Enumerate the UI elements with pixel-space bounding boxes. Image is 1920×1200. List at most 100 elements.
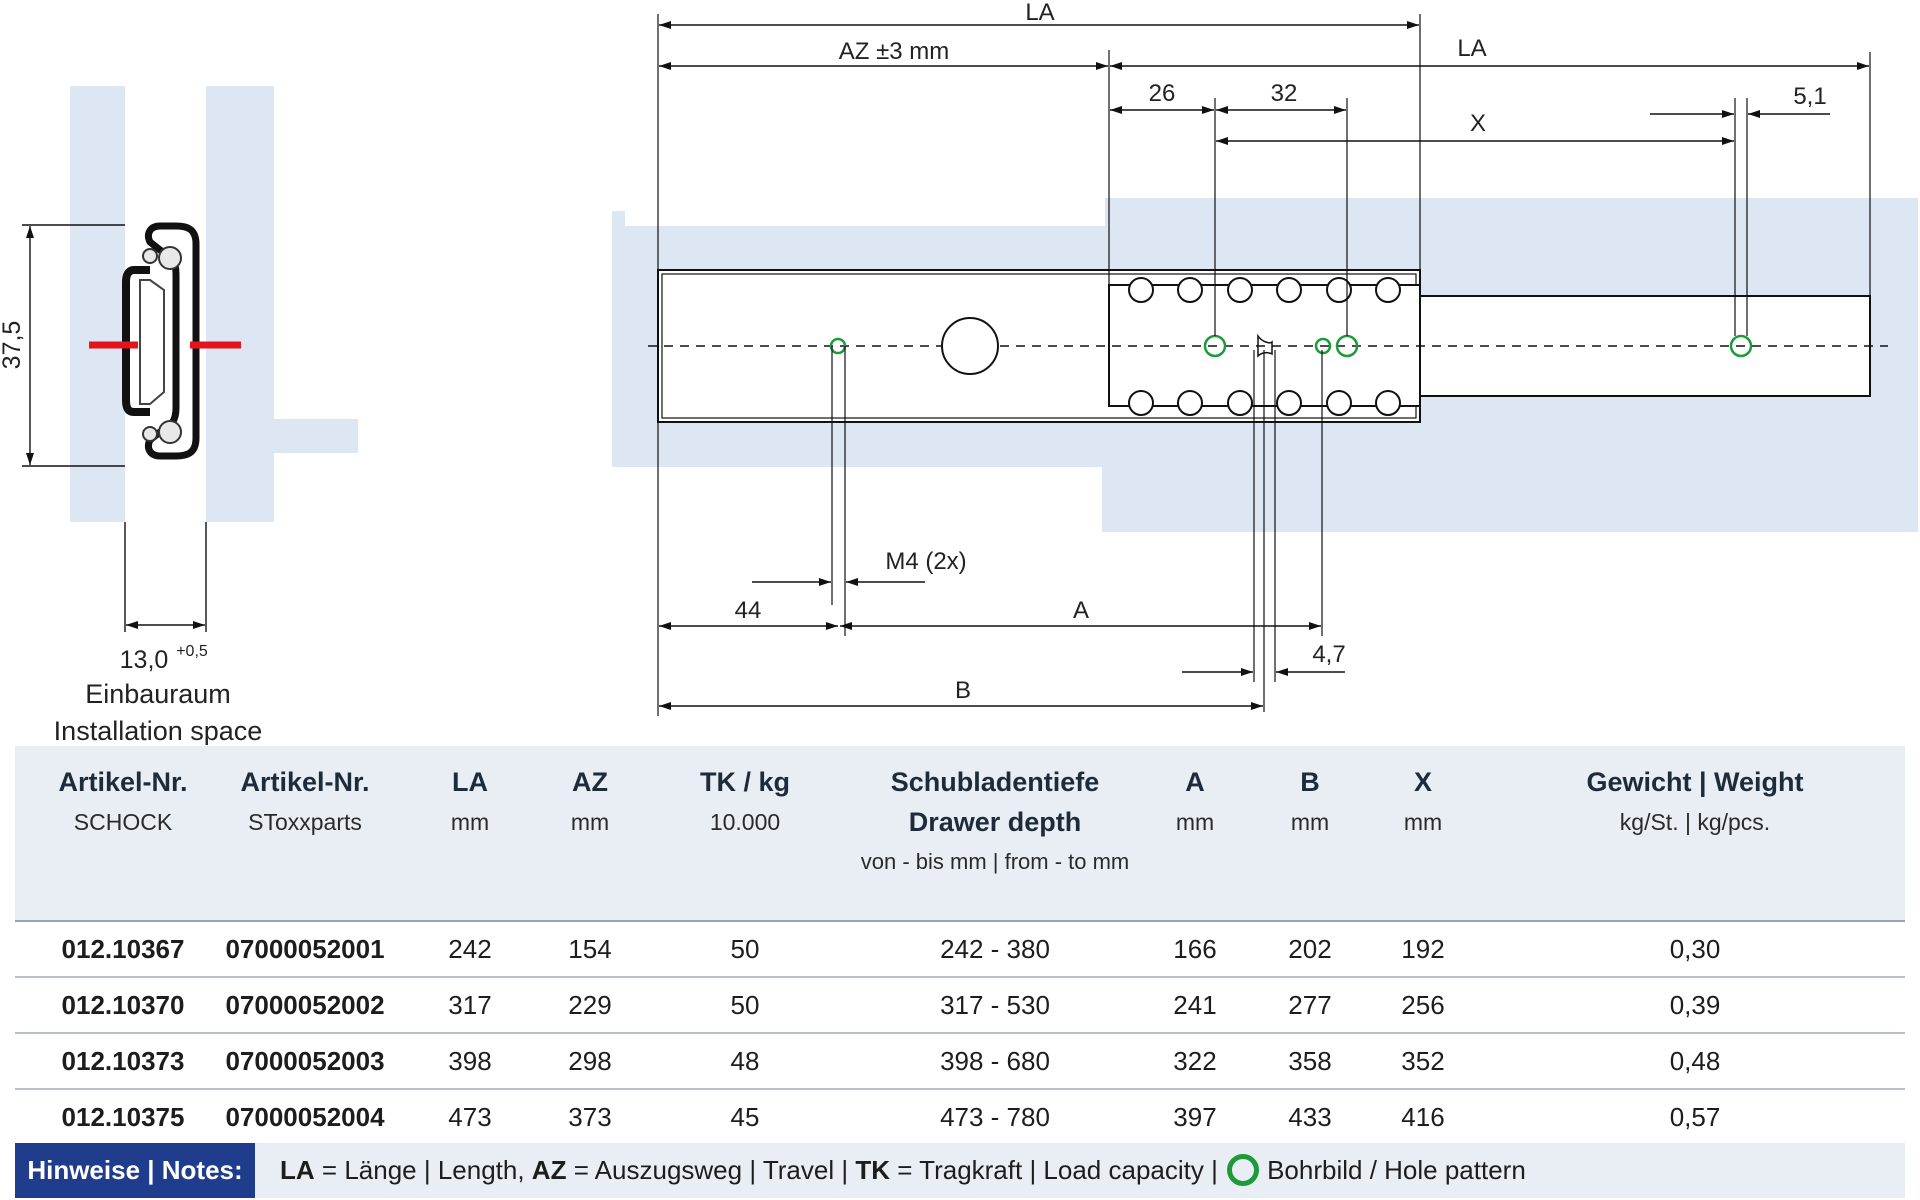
cell-a: 322 — [1173, 1046, 1217, 1076]
mounting-hole — [1326, 390, 1352, 416]
a-label: A — [1073, 597, 1089, 624]
center-hole — [941, 317, 999, 375]
notes-tk-key: TK — [855, 1155, 890, 1185]
cell-a: 166 — [1173, 934, 1217, 964]
cell-la: 317 — [448, 990, 492, 1020]
width-dimension-label: 13,0 — [120, 646, 169, 674]
inner-rail-extension — [1419, 295, 1871, 397]
hole-pattern-icon — [1227, 1154, 1260, 1186]
cell-stoxx-nr: 07000052004 — [225, 1102, 385, 1132]
cell-drawer-depth: 398 - 680 — [940, 1046, 1050, 1076]
cell-weight: 0,48 — [1669, 1046, 1721, 1076]
cell-tk: 45 — [730, 1102, 760, 1132]
cell-weight: 0,57 — [1669, 1102, 1721, 1132]
mounting-holes-bottom — [1128, 390, 1401, 416]
mounting-hole — [1227, 390, 1253, 416]
notes-la-text: = Länge | Length, — [321, 1155, 525, 1185]
notes-label: Hinweise | Notes: — [15, 1143, 255, 1198]
cell-stoxx-nr: 07000052001 — [225, 934, 385, 964]
la-top-label: LA — [1025, 0, 1054, 26]
cell-a: 397 — [1173, 1102, 1217, 1132]
header-col-2: Artikel-Nr. SToxxparts — [240, 767, 370, 835]
cell-stoxx-nr: 07000052003 — [225, 1046, 385, 1076]
ball-bearing-bottom-left — [142, 426, 158, 442]
cell-b: 358 — [1288, 1046, 1332, 1076]
width-tolerance-label: +0,5 — [176, 643, 208, 660]
table-header: Artikel-Nr. SCHOCK Artikel-Nr. SToxxpart… — [15, 746, 1905, 922]
cross-section-view: 37,5 13,0 +0,5 Einbauraum Installation s… — [0, 86, 358, 745]
cell-drawer-depth: 473 - 780 — [940, 1102, 1050, 1132]
cell-schock-nr: 012.10370 — [61, 990, 185, 1020]
cell-weight: 0,30 — [1669, 934, 1721, 964]
dim-32-label: 32 — [1271, 80, 1298, 107]
notes-text: LA = Länge | Length, AZ = Auszugsweg | T… — [280, 1143, 1526, 1198]
header-col-la: LA mm — [450, 767, 490, 835]
cell-tk: 50 — [730, 990, 760, 1020]
slot-hole — [1257, 333, 1273, 358]
header-col-tk: TK / kg 10.000 — [699, 767, 790, 835]
mounting-hole — [1276, 277, 1302, 303]
installation-space-left — [70, 86, 125, 522]
dim-4-7-label: 4,7 — [1312, 641, 1345, 668]
mounting-hole — [1177, 390, 1203, 416]
cell-schock-nr: 012.10375 — [61, 1102, 185, 1132]
hole-pattern-marker-5 — [1729, 334, 1753, 358]
cell-x: 192 — [1401, 934, 1445, 964]
table-row: 012.10373 07000052003 398 298 48 398 - 680 322… — [15, 1034, 1905, 1090]
cell-schock-nr: 012.10367 — [61, 934, 185, 964]
installation-space-en: Installation space — [54, 716, 263, 745]
side-view: LA AZ ±3 mm LA 26 32 X 5,1 M4 (2x) 44 A … — [612, 0, 1918, 716]
slide-profile — [144, 222, 200, 460]
cell-la: 398 — [448, 1046, 492, 1076]
mounting-hole — [1326, 277, 1352, 303]
cell-a: 241 — [1173, 990, 1217, 1020]
header-col-x: X mm — [1403, 767, 1443, 835]
mounting-hole — [1276, 390, 1302, 416]
m4-label: M4 (2x) — [885, 548, 966, 575]
cell-drawer-depth: 242 - 380 — [940, 934, 1050, 964]
notes-tk-text: = Tragkraft | Load capacity | — [897, 1155, 1218, 1185]
notes-az-text: = Auszugsweg | Travel | — [573, 1155, 849, 1185]
specification-table: Artikel-Nr. SCHOCK Artikel-Nr. SToxxpart… — [15, 746, 1905, 1146]
cell-drawer-depth: 317 - 530 — [940, 990, 1050, 1020]
mounting-hole — [1177, 277, 1203, 303]
inner-rail — [122, 266, 150, 416]
notes-bar: Hinweise | Notes: LA = Länge | Length, A… — [15, 1143, 1905, 1198]
dim-26-label: 26 — [1149, 80, 1176, 107]
mounting-hole — [1227, 277, 1253, 303]
cell-az: 298 — [568, 1046, 612, 1076]
cell-b: 202 — [1288, 934, 1332, 964]
cell-stoxx-nr: 07000052002 — [225, 990, 385, 1020]
cell-la: 242 — [448, 934, 492, 964]
mounting-holes-top — [1128, 277, 1401, 303]
cell-az: 373 — [568, 1102, 612, 1132]
header-col-a: A mm — [1175, 767, 1215, 835]
x-label: X — [1470, 110, 1486, 137]
cell-x: 416 — [1401, 1102, 1445, 1132]
cell-schock-nr: 012.10373 — [61, 1046, 185, 1076]
header-col-1: Artikel-Nr. SCHOCK — [58, 767, 188, 835]
cell-weight: 0,39 — [1669, 990, 1721, 1020]
az-label: AZ ±3 mm — [839, 38, 950, 65]
technical-drawing: 37,5 13,0 +0,5 Einbauraum Installation s… — [0, 0, 1918, 745]
ball-bearing-top-left — [142, 248, 158, 264]
mounting-hole — [1375, 390, 1401, 416]
inner-rail-web — [139, 279, 165, 405]
notes-az-key: AZ — [531, 1155, 567, 1185]
cell-b: 433 — [1288, 1102, 1332, 1132]
header-col-az: AZ mm — [570, 767, 610, 835]
installation-space-tab — [274, 419, 358, 453]
cell-tk: 48 — [730, 1046, 760, 1076]
dim-44-label: 44 — [735, 597, 762, 624]
cell-x: 256 — [1401, 990, 1445, 1020]
mounting-hole — [1128, 277, 1154, 303]
mounting-hole — [1375, 277, 1401, 303]
cell-b: 277 — [1288, 990, 1332, 1020]
cell-tk: 50 — [730, 934, 760, 964]
notes-la-key: LA — [280, 1155, 315, 1185]
table-row: 012.10375 07000052004 473 373 45 473 - 780 397… — [15, 1090, 1905, 1146]
cell-la: 473 — [448, 1102, 492, 1132]
